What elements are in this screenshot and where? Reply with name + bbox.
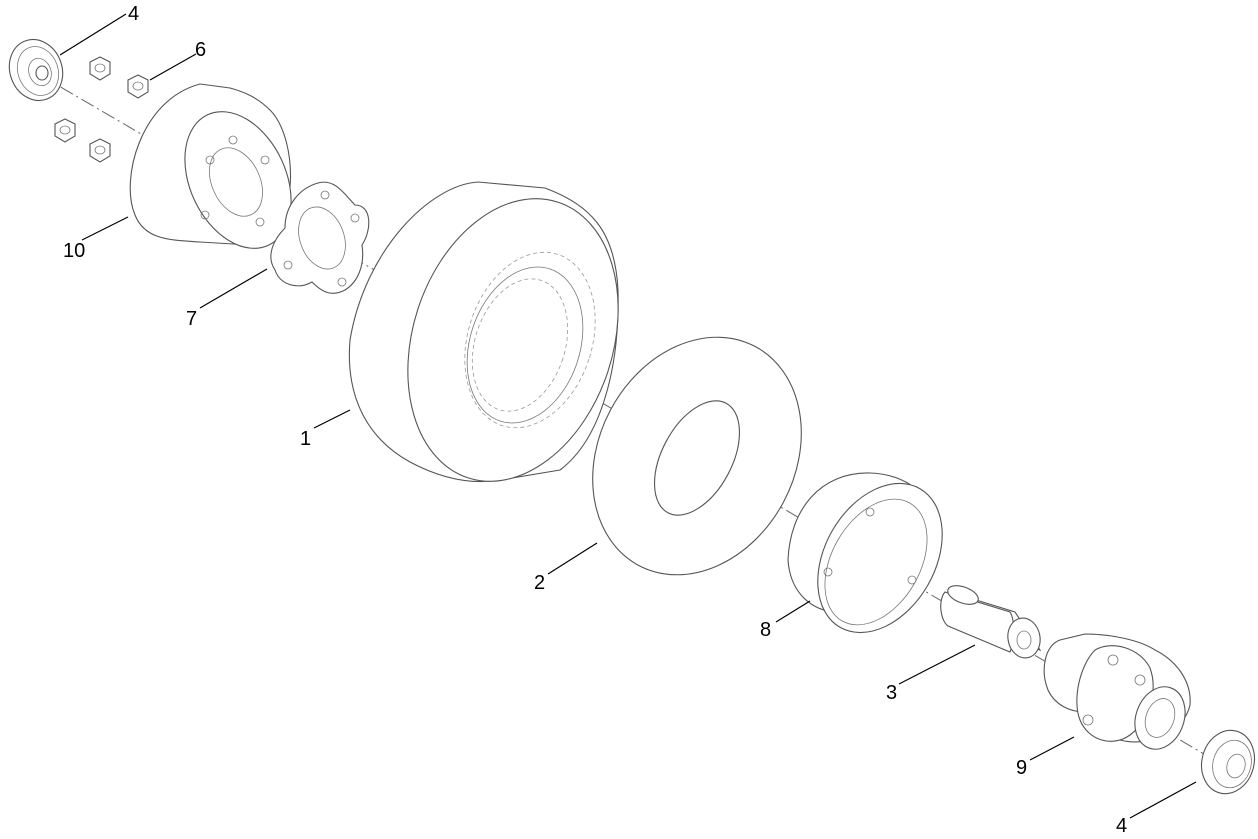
part-tire (348, 181, 619, 483)
callout-2: 2 (534, 572, 545, 594)
leader-8 (775, 600, 811, 623)
callout-9: 9 (1016, 757, 1027, 779)
assembly-axis (39, 74, 1241, 776)
part-bearing-top (8, 38, 64, 102)
part-wheel-rim-inner (787, 472, 943, 634)
lug-nut-3 (54, 118, 76, 143)
leader-9 (1029, 736, 1075, 761)
part-wheel-hub (1043, 633, 1191, 750)
leader-4-bottom (1129, 781, 1197, 819)
part-bearing-bottom (1201, 729, 1255, 795)
lug-nut-4 (89, 138, 111, 163)
part-hub-plate (270, 181, 370, 294)
leader-4-top (59, 13, 127, 56)
leader-7 (199, 268, 268, 309)
part-tire-liner (592, 336, 802, 576)
callout-4-top: 4 (128, 3, 139, 25)
part-spacer-tube (940, 585, 1042, 659)
leader-lines (59, 13, 1197, 819)
callout-1: 1 (300, 428, 311, 450)
callout-labels: 4 6 10 7 1 2 8 3 9 4 (63, 3, 1127, 837)
part-wheel-rim-outer (129, 83, 292, 249)
leader-1 (313, 409, 351, 429)
leader-2 (547, 542, 598, 575)
leader-10 (81, 216, 129, 241)
callout-4-bottom: 4 (1116, 815, 1127, 837)
lug-nut-1 (89, 56, 111, 81)
part-lug-nuts (54, 56, 149, 163)
lug-nut-2 (127, 74, 149, 99)
leader-3 (898, 644, 976, 685)
leader-6 (149, 53, 197, 81)
callout-8: 8 (760, 619, 771, 641)
callout-10: 10 (63, 240, 85, 262)
callout-6: 6 (195, 39, 206, 61)
callout-3: 3 (886, 682, 897, 704)
callout-7: 7 (186, 308, 197, 330)
